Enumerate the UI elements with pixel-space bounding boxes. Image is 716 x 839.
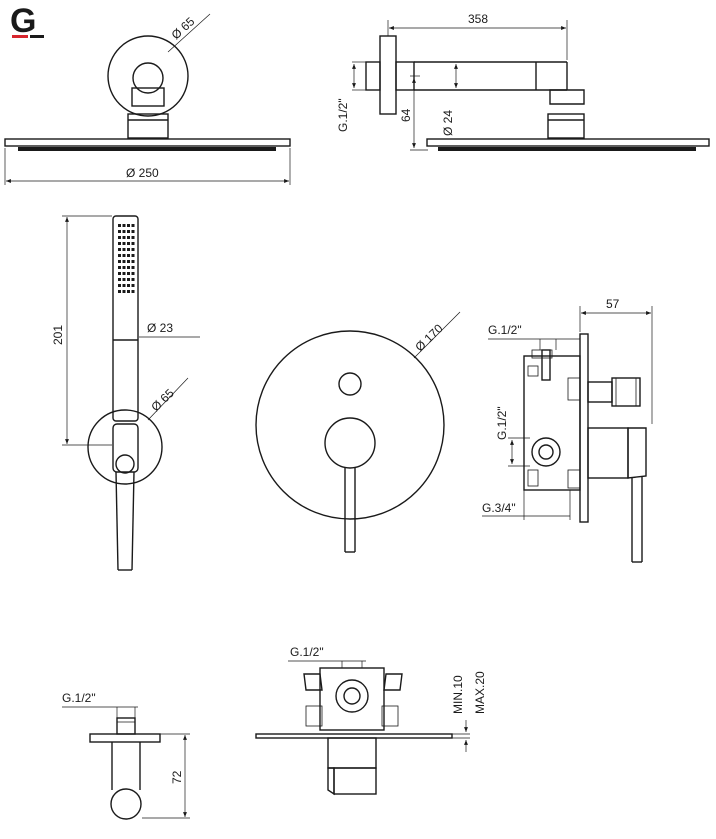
nozzle-row-side xyxy=(438,147,696,151)
nozzle-dot xyxy=(127,236,130,239)
nozzle-dot xyxy=(122,266,126,269)
dim-201: 201 xyxy=(51,325,65,345)
nozzle-dot xyxy=(118,284,121,287)
mixer-plate-front-view: Ø 170 xyxy=(255,311,461,553)
nozzle-dot xyxy=(118,260,121,263)
dim-d23: Ø 23 xyxy=(147,321,173,335)
nozzle-dot xyxy=(127,290,130,293)
nozzle-dot xyxy=(131,284,135,287)
dim-min10: MIN.10 xyxy=(451,675,465,714)
dim-g12-arm: G.1/2" xyxy=(336,98,350,132)
nozzle-dot xyxy=(118,242,121,245)
nozzle-row-front xyxy=(18,147,276,151)
dim-max20: MAX.20 xyxy=(473,671,487,714)
nozzle-dot xyxy=(127,224,130,227)
nozzle-dot xyxy=(131,290,135,293)
logo-dark-bar xyxy=(30,35,44,38)
nozzle-dot xyxy=(131,224,135,227)
nozzle-dot xyxy=(131,242,135,245)
logo-letter: G xyxy=(10,2,36,40)
nozzle-dot xyxy=(122,236,126,239)
dim-g12-valve-side: G.1/2" xyxy=(495,406,509,440)
nozzle-dot xyxy=(118,230,121,233)
nozzle-dot xyxy=(127,248,130,251)
nozzle-dot xyxy=(118,278,121,281)
nozzle-dot xyxy=(131,260,135,263)
dim-d24: Ø 24 xyxy=(441,110,455,136)
nozzle-dot xyxy=(122,254,126,257)
nozzle-dot xyxy=(118,254,121,257)
dim-d170: Ø 170 xyxy=(412,321,445,354)
dim-g12-elbow: G.1/2" xyxy=(62,691,96,705)
logo-accent-bar xyxy=(12,35,28,38)
nozzle-dot xyxy=(127,242,130,245)
dim-g12-box: G.1/2" xyxy=(290,645,324,659)
dim-g34-valve: G.3/4" xyxy=(482,501,516,515)
nozzle-dot xyxy=(131,230,135,233)
nozzle-dot xyxy=(127,278,130,281)
nozzle-dot xyxy=(118,290,121,293)
nozzle-dot xyxy=(127,272,130,275)
nozzle-dot xyxy=(118,272,121,275)
mixer-body-side-view: 57 G.1/2" G.1/2" G.3/4" xyxy=(482,297,653,563)
dim-72: 72 xyxy=(170,770,184,784)
nozzle-dot xyxy=(131,266,135,269)
nozzle-dot xyxy=(127,284,130,287)
nozzle-dot xyxy=(122,290,126,293)
dim-358: 358 xyxy=(468,12,488,26)
nozzle-dot xyxy=(131,248,135,251)
nozzle-dot xyxy=(122,278,126,281)
nozzle-dot xyxy=(131,272,135,275)
nozzle-dot xyxy=(118,248,121,251)
nozzle-dot xyxy=(131,236,135,239)
nozzle-dot xyxy=(122,272,126,275)
dim-64: 64 xyxy=(399,108,413,122)
nozzle-dot xyxy=(127,230,130,233)
nozzle-dot xyxy=(118,266,121,269)
nozzle-dot xyxy=(131,254,135,257)
nozzle-dot xyxy=(118,224,121,227)
dim-g12-valve-top: G.1/2" xyxy=(488,323,522,337)
overhead-shower-front-view: Ø 65 Ø 250 xyxy=(4,13,291,185)
nozzle-dot xyxy=(131,278,135,281)
nozzle-dot xyxy=(127,254,130,257)
nozzle-dot xyxy=(122,260,126,263)
wall-elbow-view: G.1/2" 72 xyxy=(62,691,190,820)
nozzle-dot xyxy=(127,266,130,269)
overhead-shower-side-view: 358 G.1/2" 64 Ø 24 xyxy=(336,12,710,151)
nozzle-dot xyxy=(122,284,126,287)
hand-shower-nozzle-grid xyxy=(118,224,135,293)
nozzle-dot xyxy=(118,236,121,239)
nozzle-dot xyxy=(122,230,126,233)
dim-d250: Ø 250 xyxy=(126,166,159,180)
nozzle-dot xyxy=(122,242,126,245)
brand-logo: G xyxy=(10,2,44,40)
dim-d65-hand: Ø 65 xyxy=(148,386,177,414)
dim-57: 57 xyxy=(606,297,620,311)
nozzle-dot xyxy=(122,248,126,251)
nozzle-dot xyxy=(127,260,130,263)
hand-shower-view: 201 Ø 23 Ø 65 xyxy=(51,215,200,571)
nozzle-dot xyxy=(122,224,126,227)
mixer-install-box-view: G.1/2" MIN.10 MAX.20 xyxy=(255,645,487,796)
